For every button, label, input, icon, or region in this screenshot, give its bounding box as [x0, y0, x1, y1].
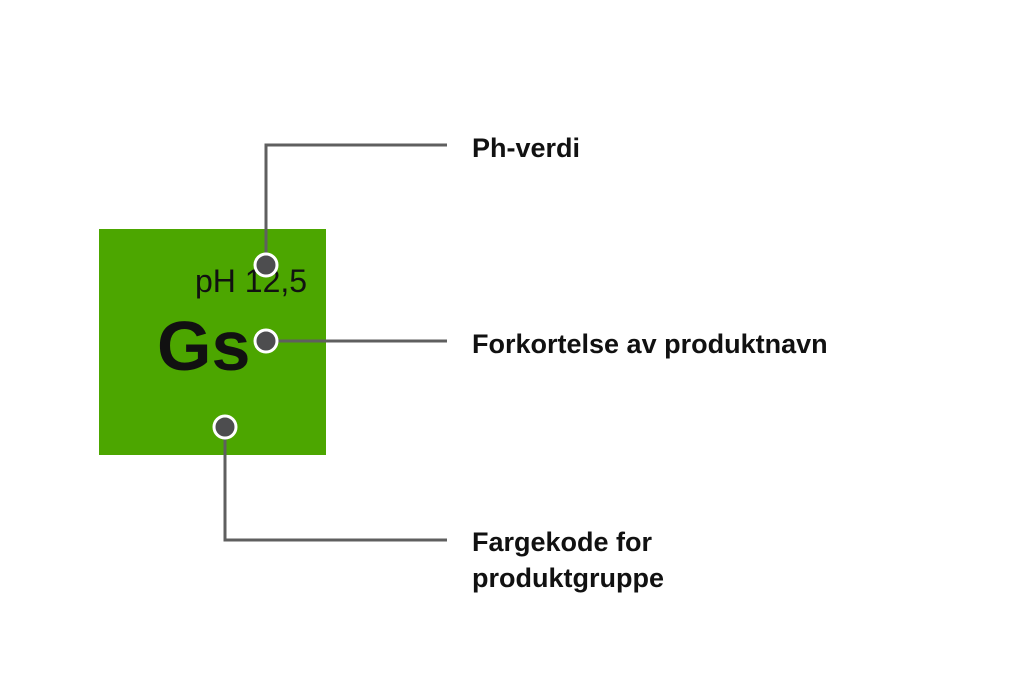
callout-line-color-code — [223, 428, 447, 542]
marker-ph — [253, 252, 279, 278]
callout-line-ph — [264, 143, 447, 265]
marker-abbreviation — [253, 328, 279, 354]
label-color-code: Fargekode for produktgruppe — [472, 524, 664, 596]
product-abbreviation: Gs — [157, 307, 251, 385]
label-color-code-line1: Fargekode for — [472, 527, 653, 557]
ph-value-text: pH 12,5 — [195, 263, 308, 299]
label-color-code-line2: produktgruppe — [472, 563, 664, 593]
label-ph-value: Ph-verdi — [472, 133, 581, 163]
marker-color-code — [212, 414, 238, 440]
label-abbreviation: Forkortelse av produktnavn — [472, 329, 828, 359]
